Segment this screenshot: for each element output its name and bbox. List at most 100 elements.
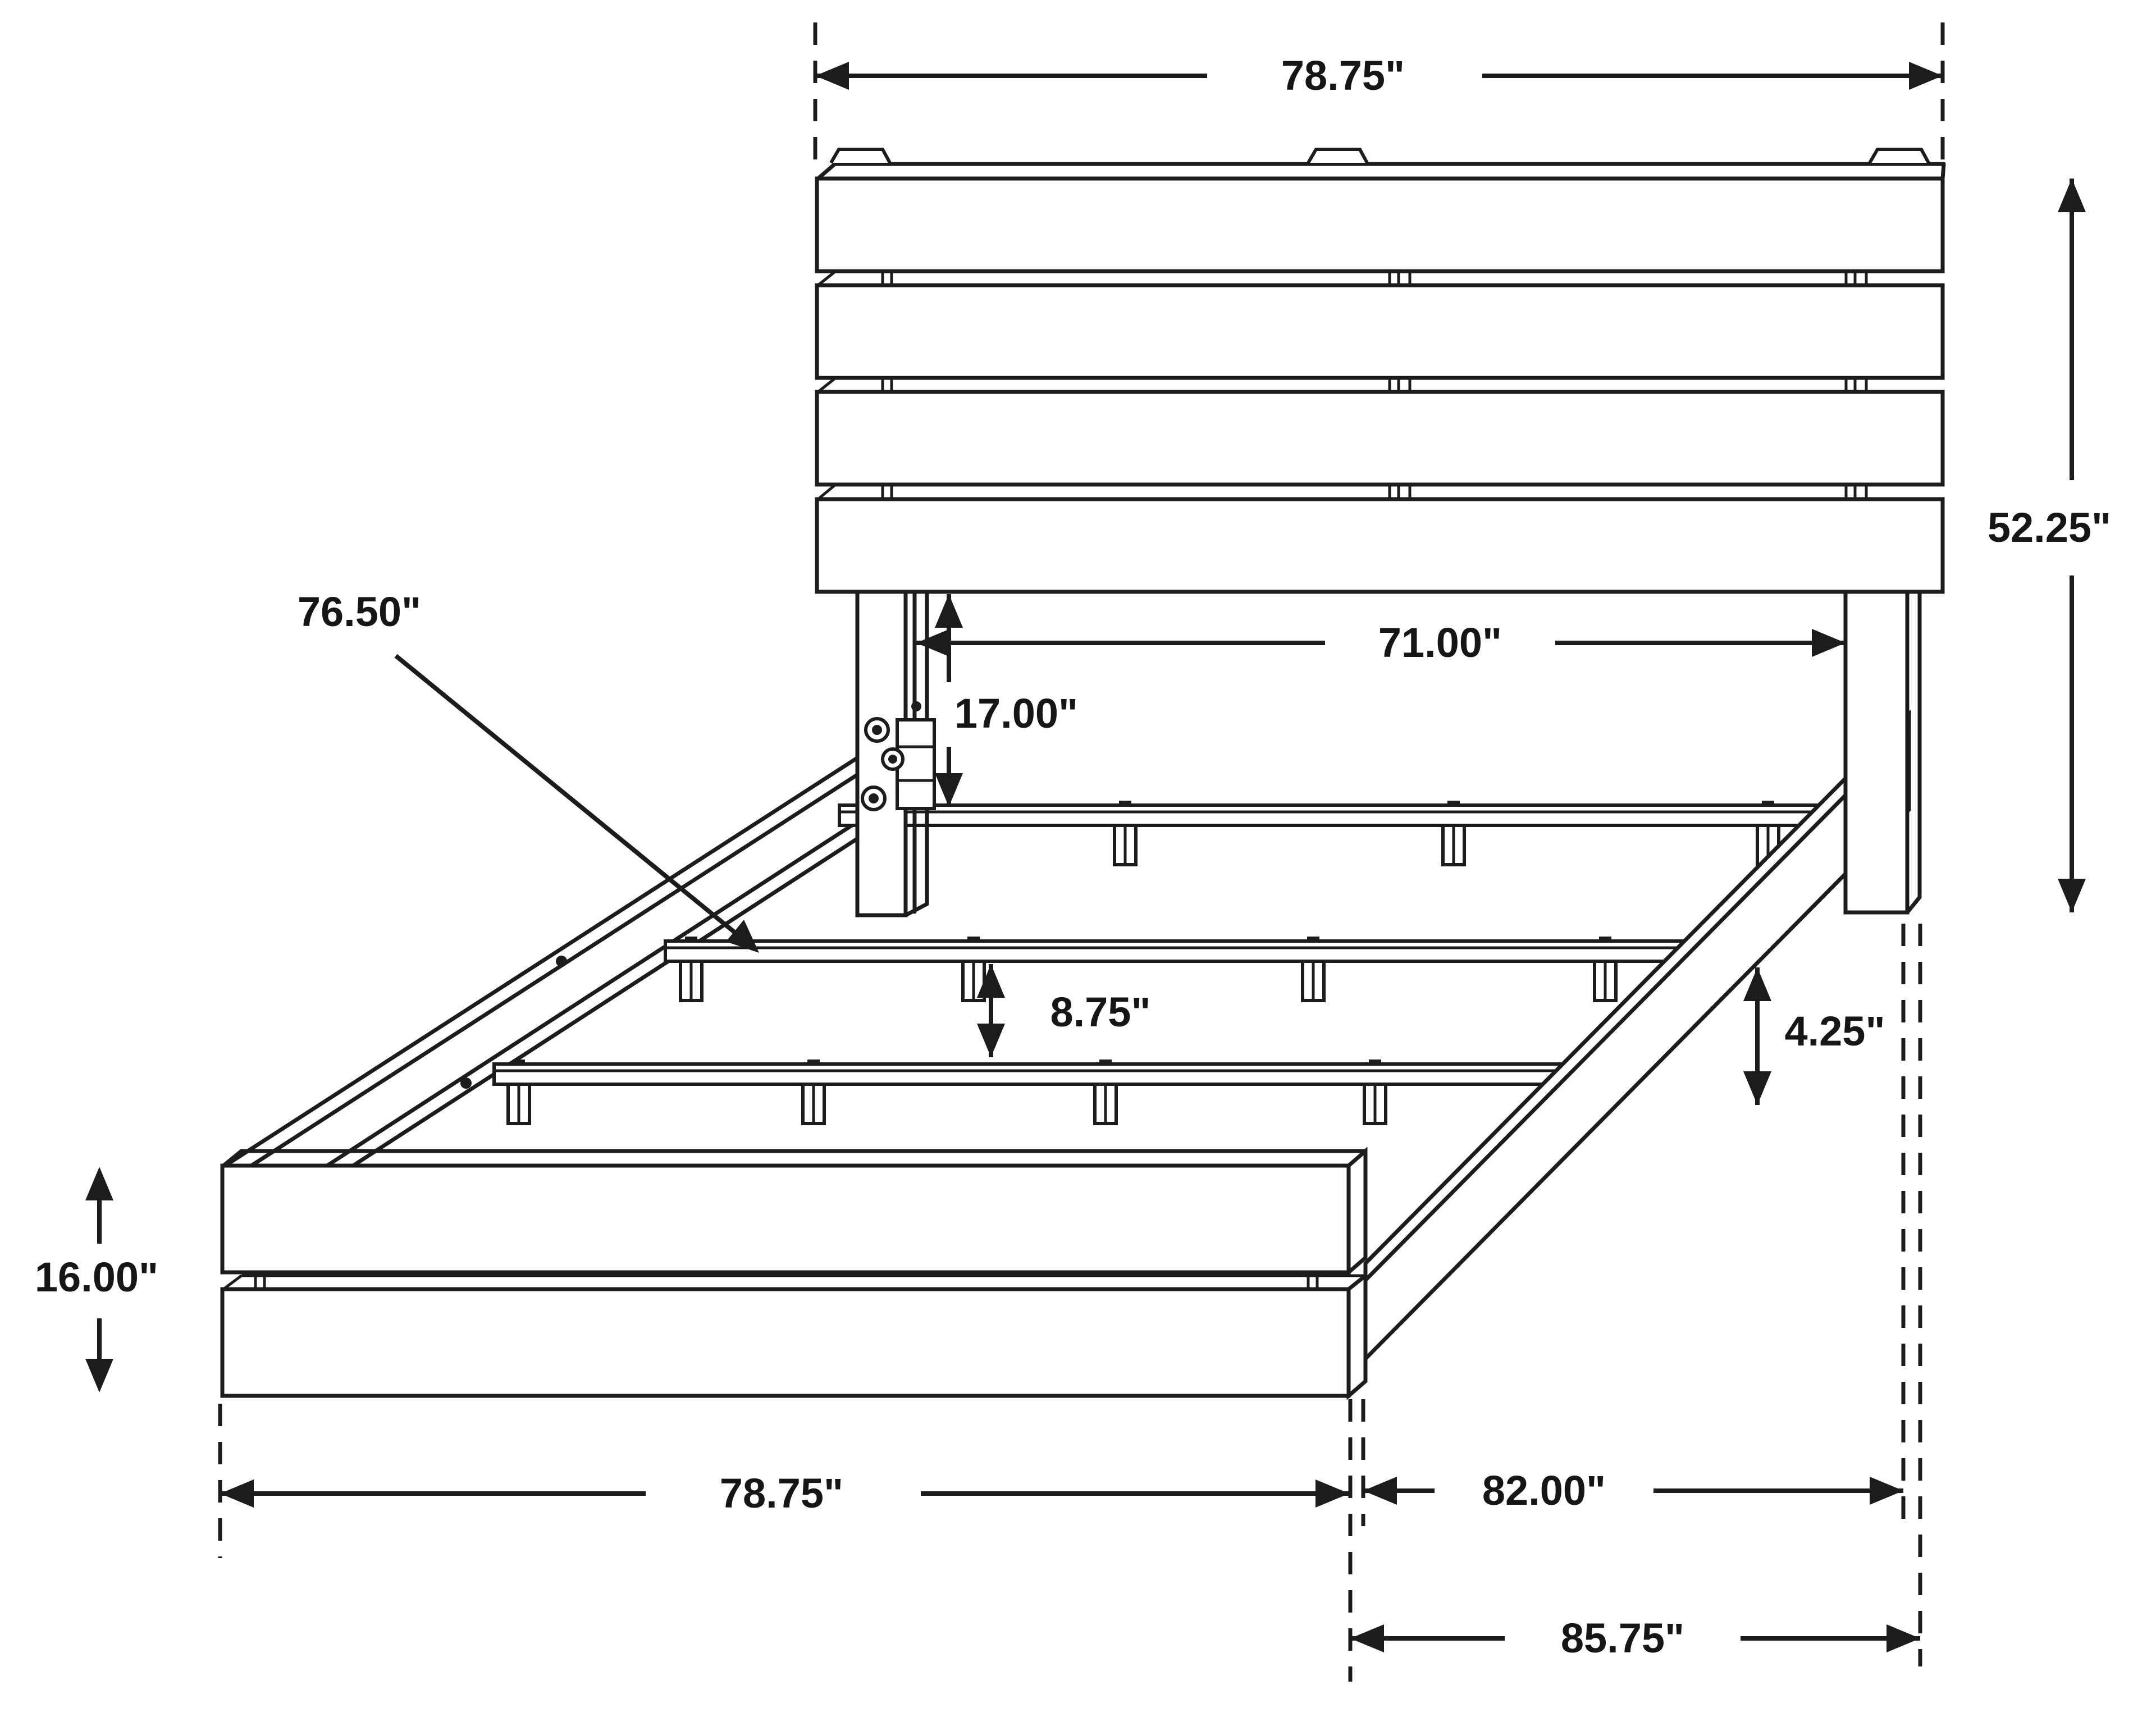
dim-slat-support-height-shape xyxy=(977,1024,1005,1057)
slat-foot-shape xyxy=(1099,1060,1112,1065)
bracket-screw xyxy=(888,755,897,764)
slat-rail-front-shape xyxy=(492,1062,1565,1086)
dim-frame-inner-length-shape xyxy=(1363,1477,1397,1505)
dim-headboard-width: 78.75" xyxy=(813,22,1945,168)
right-headboard-leg-shape xyxy=(1843,590,1910,915)
dim-footboard-width-shape xyxy=(1315,1479,1349,1508)
slat-foot xyxy=(1363,1060,1387,1125)
dim-footboard-height: 16.00" xyxy=(35,1167,158,1392)
dim-label-slat-support-height: 8.75" xyxy=(1050,989,1150,1035)
bracket-screw xyxy=(872,725,882,735)
headboard-shape xyxy=(817,377,836,393)
bracket-screw xyxy=(911,701,921,711)
dim-frame-overall-length-shape xyxy=(1350,1624,1384,1652)
dim-frame-overall-length: 85.75" xyxy=(1350,1615,1920,1661)
slat-foot-shape xyxy=(1307,937,1319,942)
slat-rail-rear xyxy=(838,801,1818,866)
dim-side-rail-height: 4.25" xyxy=(1743,967,1885,1105)
footboard-plank xyxy=(220,1163,1351,1275)
slat-foot xyxy=(1301,937,1326,1002)
dim-headboard-height-shape xyxy=(2058,879,2086,912)
headboard-shape xyxy=(817,271,836,286)
dim-side-rail-length-shape xyxy=(394,654,748,944)
dim-footboard-width: 78.75" xyxy=(218,1399,1365,1682)
right-headboard-leg xyxy=(1843,590,1922,915)
dim-headboard-height: 52.25" xyxy=(1988,179,2111,912)
slat-rail-middle-shape xyxy=(664,939,1686,963)
slat-foot-shape xyxy=(1599,937,1611,942)
headboard-shape xyxy=(817,484,836,500)
dim-label-frame-inner-length: 82.00" xyxy=(1482,1467,1606,1514)
footboard-plank xyxy=(220,1287,1351,1398)
slat-rail-middle xyxy=(664,937,1686,1002)
left-headboard-leg-shape xyxy=(903,902,929,917)
footboard xyxy=(220,1147,1368,1400)
slat-foot-shape xyxy=(1119,801,1131,806)
bracket-screw xyxy=(869,793,879,803)
headboard-shape xyxy=(816,162,837,181)
slat-foot-shape xyxy=(967,937,980,942)
footboard-side-face xyxy=(1346,1147,1368,1277)
dim-under-headboard-height-shape xyxy=(935,773,963,807)
slat-rail-front xyxy=(492,1060,1565,1125)
dim-side-rail-height-shape xyxy=(1743,1071,1771,1105)
dim-footboard-height-shape xyxy=(85,1359,113,1392)
slat-foot xyxy=(1113,801,1138,866)
dim-headboard-inner-width-shape xyxy=(1812,629,1846,657)
headboard-plank xyxy=(815,390,1945,487)
footboard-shape xyxy=(222,1275,243,1290)
dim-label-footboard-height: 16.00" xyxy=(35,1254,158,1300)
left-side-rail-shape xyxy=(221,746,874,1169)
dim-headboard-inner-width: 71.00" xyxy=(916,619,1846,666)
dim-frame-inner-length-shape xyxy=(1870,1477,1903,1505)
dim-side-rail-length-shape xyxy=(726,920,759,953)
dim-headboard-height-shape xyxy=(2058,179,2086,212)
slat-foot xyxy=(506,1060,531,1125)
rail-screw-dot xyxy=(460,1077,472,1089)
rail-screw-dot xyxy=(556,956,567,967)
dim-headboard-width-shape xyxy=(815,62,849,90)
dim-frame-overall-length-shape xyxy=(1886,1624,1920,1652)
dim-label-side-rail-length: 76.50" xyxy=(298,588,421,635)
dim-headboard-inner-width-shape xyxy=(916,629,950,657)
dim-frame-inner-length: 82.00" xyxy=(1363,924,1922,1666)
slat-foot xyxy=(1093,1060,1118,1125)
right-side-rail-shape xyxy=(1363,729,1911,1282)
headboard-plank xyxy=(815,497,1945,594)
dim-label-frame-overall-length: 85.75" xyxy=(1561,1615,1684,1661)
dim-label-footboard-width: 78.75" xyxy=(720,1470,843,1517)
slat-foot-shape xyxy=(807,1060,820,1065)
slat-foot-shape xyxy=(1447,801,1460,806)
footboard-side-face xyxy=(1346,1271,1368,1400)
slat-foot-shape xyxy=(1369,1060,1381,1065)
rail-bracket-hardware-shape xyxy=(896,718,936,810)
headboard xyxy=(815,148,1946,594)
headboard-shape xyxy=(1940,162,1946,181)
dim-under-headboard-height-shape xyxy=(935,594,963,628)
dim-slat-support-height-shape xyxy=(977,964,1005,998)
headboard-top-tab xyxy=(829,148,892,164)
dim-headboard-width-shape xyxy=(1909,62,1943,90)
dim-footboard-width-shape xyxy=(220,1479,254,1508)
slat-foot-shape xyxy=(1762,801,1774,806)
slat-foot-shape xyxy=(513,1060,525,1065)
slat-foot xyxy=(679,937,704,1002)
headboard-plank xyxy=(815,176,1945,273)
slat-foot xyxy=(801,1060,826,1125)
dim-slat-support-height: 8.75" xyxy=(977,964,1151,1057)
headboard-plank xyxy=(815,283,1945,380)
right-headboard-leg-shape xyxy=(1905,895,1922,915)
slat-foot-shape xyxy=(685,937,697,942)
headboard-top-tab xyxy=(1868,148,1930,164)
left-side-rail-shape xyxy=(221,763,874,1186)
dim-under-headboard-height: 17.00" xyxy=(935,594,1078,807)
dim-side-rail-length: 76.50" xyxy=(298,588,759,953)
dim-side-rail-height-shape xyxy=(1743,967,1771,1001)
dim-label-headboard-inner-width: 71.00" xyxy=(1378,619,1502,666)
footboard-shape xyxy=(221,1149,244,1168)
dim-label-under-headboard-height: 17.00" xyxy=(954,690,1078,737)
dim-label-side-rail-height: 4.25" xyxy=(1784,1008,1885,1054)
dim-label-headboard-height: 52.25" xyxy=(1988,504,2111,551)
slat-rail-rear-shape xyxy=(838,803,1818,827)
